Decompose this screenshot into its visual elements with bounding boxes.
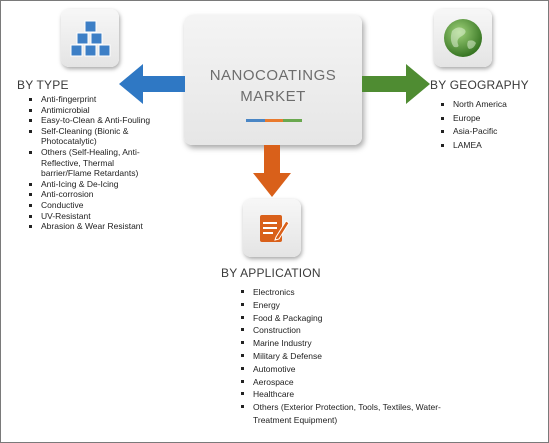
right-arrow xyxy=(362,64,430,104)
center-color-bar xyxy=(246,119,303,122)
application-heading: BY APPLICATION xyxy=(221,266,321,280)
type-icon-box xyxy=(61,9,119,67)
list-item: Conductive xyxy=(27,200,157,211)
list-item: Food & Packaging xyxy=(239,312,444,325)
center-node: NANOCOATINGS MARKET xyxy=(184,15,362,145)
list-item: Self-Cleaning (Bionic & Photocatalytic) xyxy=(27,126,157,147)
type-list: Anti-fingerprint Antimicrobial Easy-to-C… xyxy=(27,94,157,232)
geography-icon-box xyxy=(434,9,492,67)
list-item: Antimicrobial xyxy=(27,105,157,116)
list-item: Automotive xyxy=(239,363,444,376)
list-item: Anti-Icing & De-Icing xyxy=(27,179,157,190)
list-item: Anti-corrosion xyxy=(27,189,157,200)
list-item: Europe xyxy=(439,113,509,124)
list-item: Aerospace xyxy=(239,376,444,389)
list-item: Energy xyxy=(239,299,444,312)
list-item: LAMEA xyxy=(439,140,509,151)
list-item: Electronics xyxy=(239,286,444,299)
application-icon-box xyxy=(243,199,301,257)
center-title-line1: NANOCOATINGS xyxy=(209,67,337,84)
list-item: Construction xyxy=(239,324,444,337)
geography-list: North America Europe Asia-Pacific LAMEA xyxy=(439,99,509,150)
down-arrow xyxy=(253,145,291,197)
bar-segment-green xyxy=(283,119,303,122)
left-arrow xyxy=(119,64,185,104)
list-item: Others (Exterior Protection, Tools, Text… xyxy=(239,401,444,427)
list-item: North America xyxy=(439,99,509,110)
list-item: Anti-fingerprint xyxy=(27,94,157,105)
list-item: Easy-to-Clean & Anti-Fouling xyxy=(27,115,157,126)
list-item: Healthcare xyxy=(239,388,444,401)
document-pencil-icon xyxy=(260,215,290,242)
bar-segment-orange xyxy=(264,119,284,122)
list-item: UV-Resistant xyxy=(27,211,157,222)
geography-heading: BY GEOGRAPHY xyxy=(430,78,529,92)
cubes-icon xyxy=(70,20,111,57)
application-list: Electronics Energy Food & Packaging Cons… xyxy=(239,286,444,427)
list-item: Others (Self-Healing, Anti-Reflective, T… xyxy=(27,147,157,179)
type-heading: BY TYPE xyxy=(17,78,69,92)
list-item: Asia-Pacific xyxy=(439,126,509,137)
list-item: Marine Industry xyxy=(239,337,444,350)
list-item: Abrasion & Wear Resistant xyxy=(27,221,157,232)
bar-segment-blue xyxy=(246,119,265,122)
list-item: Military & Defense xyxy=(239,350,444,363)
center-title-line2: MARKET xyxy=(240,88,306,105)
globe-icon xyxy=(444,19,482,57)
